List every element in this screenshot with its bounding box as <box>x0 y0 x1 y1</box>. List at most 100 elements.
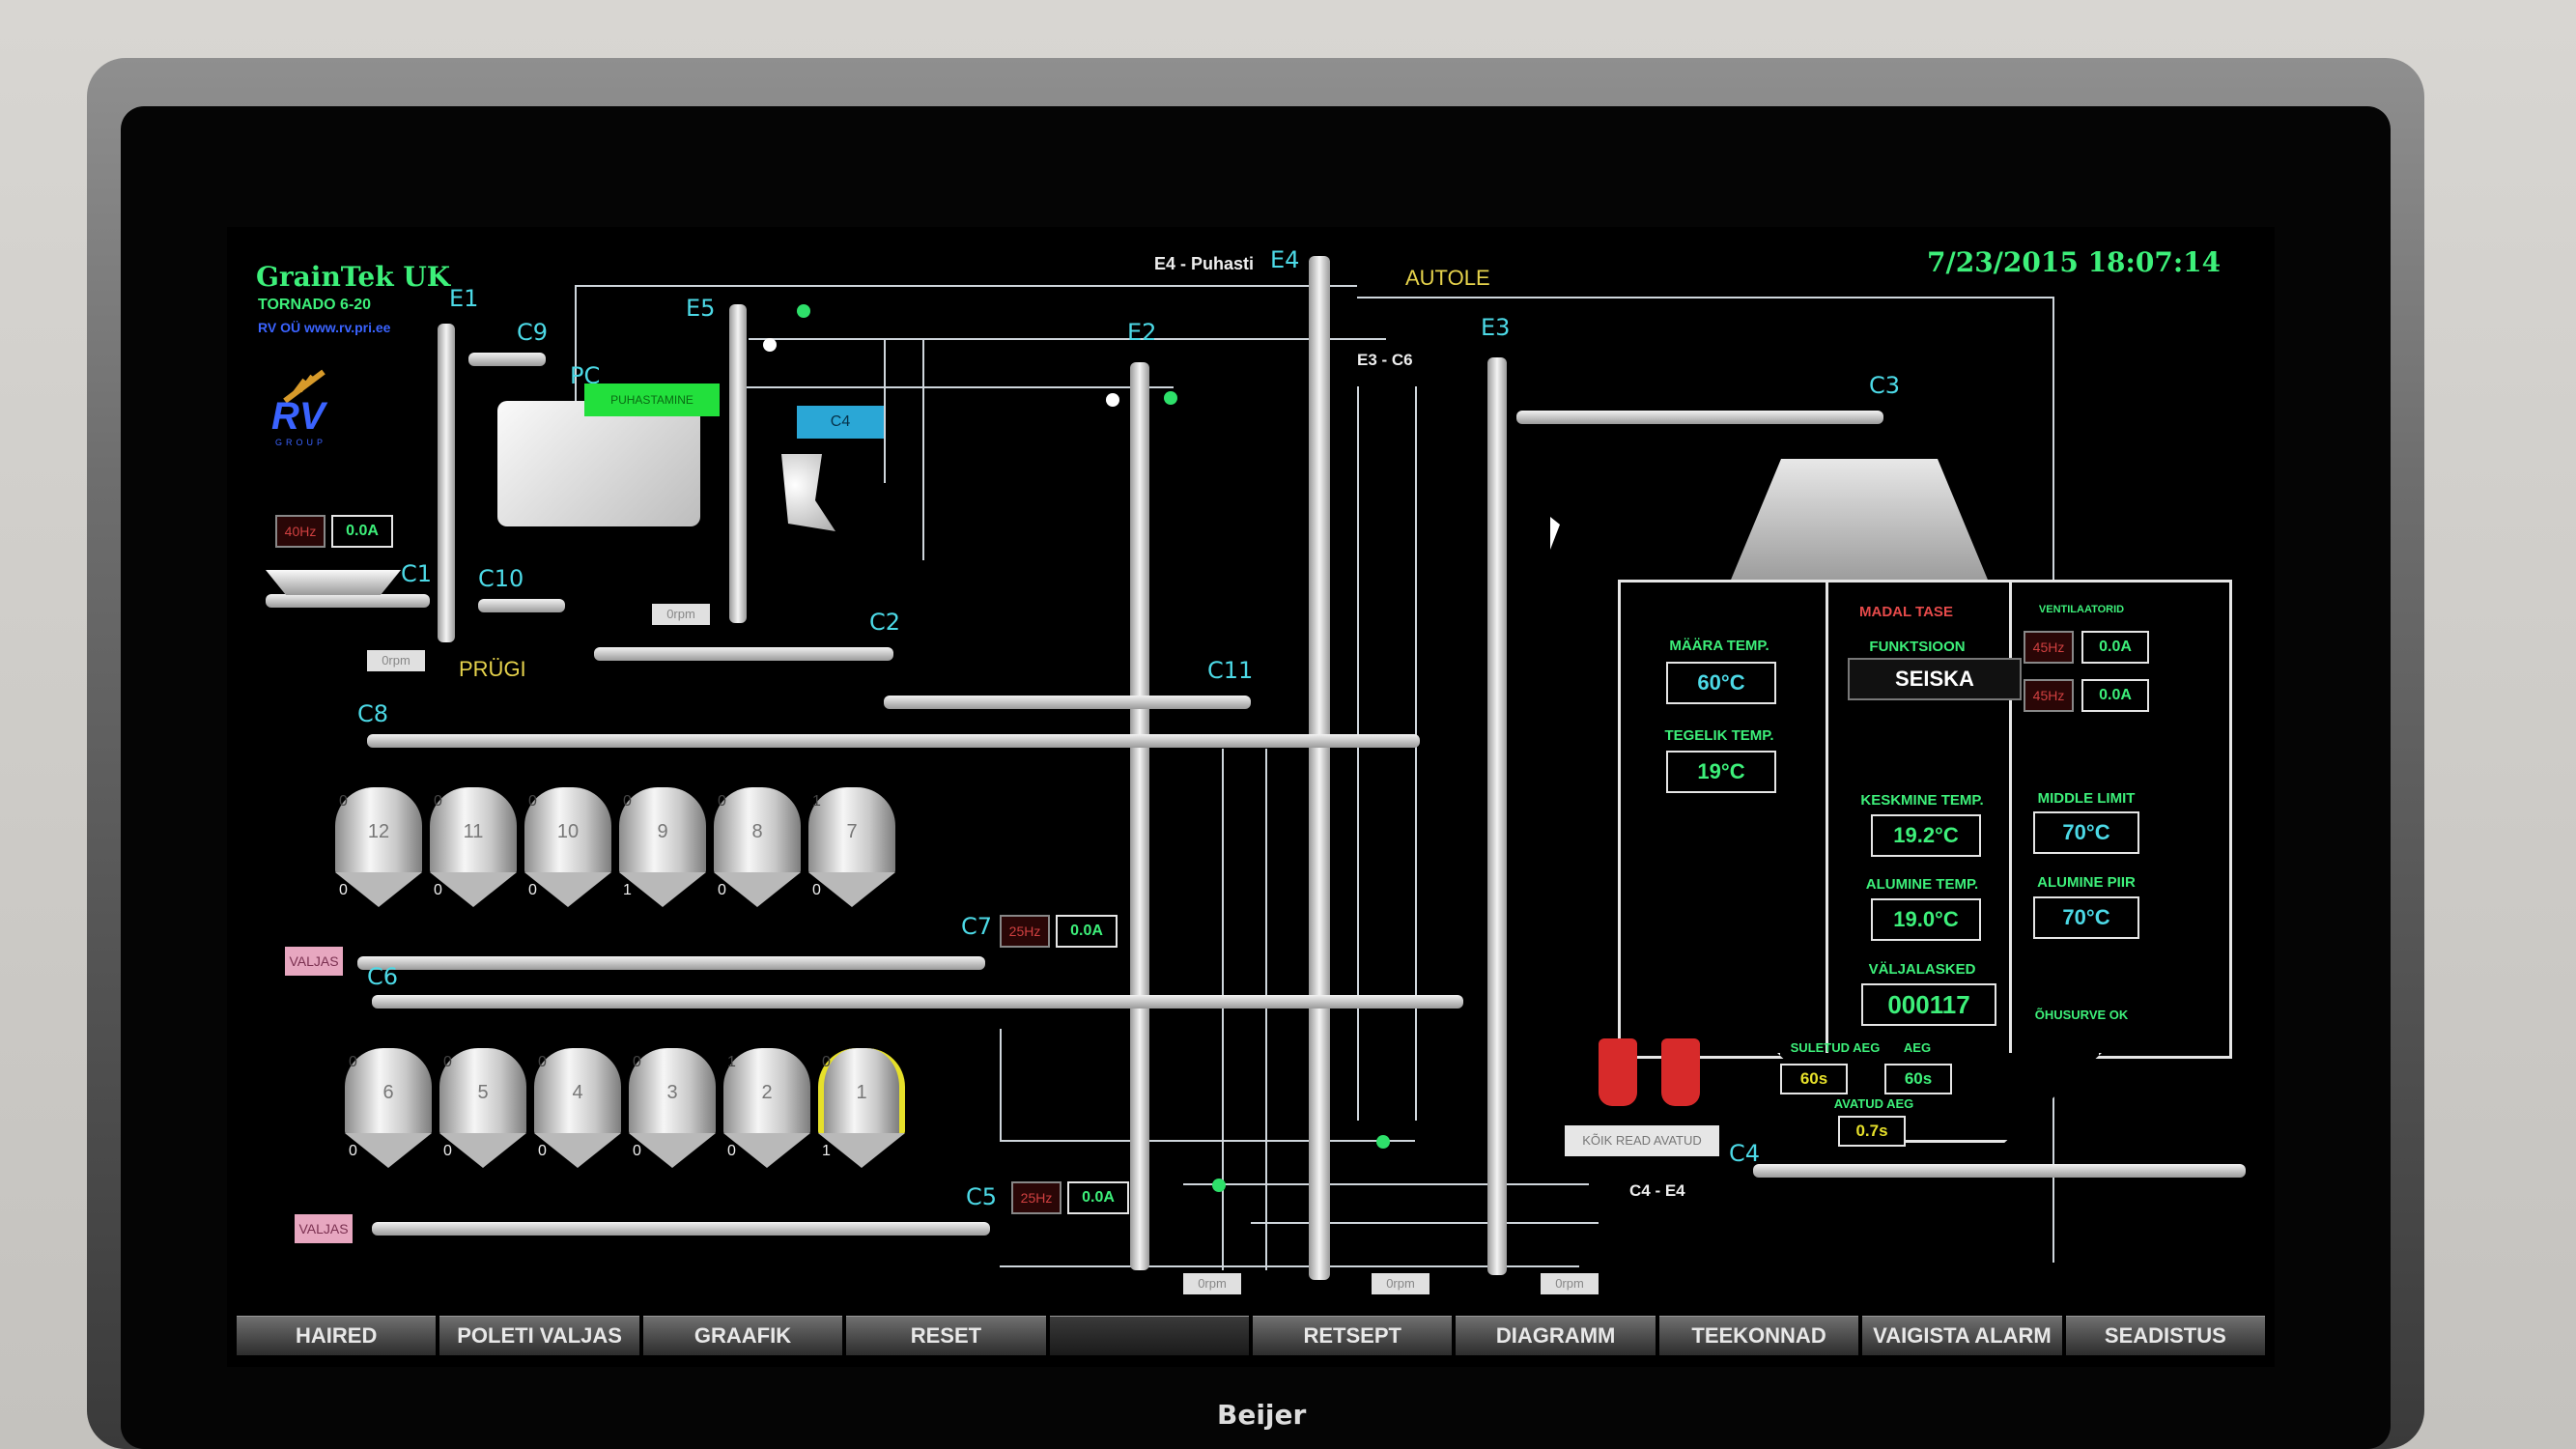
drive-top-hz: 40Hz <box>275 515 326 548</box>
line-c4-e4 <box>1000 1265 1579 1267</box>
center-label: E4 - Puhasti <box>1154 254 1255 273</box>
aeg-value[interactable]: 60s <box>1884 1064 1952 1094</box>
valjalasked-label: VÄLJALASKED <box>1868 961 1976 978</box>
drive-c7-hz: 25Hz <box>1000 915 1050 948</box>
rpm-e3: 0rpm <box>1541 1273 1599 1294</box>
discharge-valve-a[interactable] <box>1599 1038 1637 1106</box>
tab-teekonnad[interactable]: TEEKONNAD <box>1658 1316 1859 1355</box>
conveyor-c4[interactable] <box>1753 1164 2246 1178</box>
label-e3c6: E3 - C6 <box>1357 351 1413 369</box>
rpm-c1: 0rpm <box>367 650 425 671</box>
maara-temp-value[interactable]: 60°C <box>1666 662 1776 704</box>
funktsioon-value[interactable]: SEISKA <box>1848 658 2022 700</box>
tab-seadistus[interactable]: SEADISTUS <box>2065 1316 2266 1355</box>
conveyor-c3[interactable] <box>1516 411 1883 424</box>
tab-reset[interactable]: RESET <box>846 1316 1046 1355</box>
valjas-button-top[interactable]: VALJAS <box>285 947 343 976</box>
label-c6: C6 <box>367 963 399 990</box>
label-e1: E1 <box>449 285 479 312</box>
line-left-vertical <box>575 285 577 478</box>
line-e5-v <box>884 338 886 483</box>
vent1-amp: 0.0A <box>2081 631 2149 664</box>
tab-haired[interactable]: HAIRED <box>237 1316 437 1355</box>
conveyor-c1[interactable] <box>266 594 430 608</box>
vent1-hz: 45Hz <box>2024 631 2074 664</box>
rpm-e4: 0rpm <box>1372 1273 1430 1294</box>
rpm-c2: 0rpm <box>652 604 710 625</box>
tegelik-temp-label: TEGELIK TEMP. <box>1664 727 1774 744</box>
label-c10: C10 <box>478 565 524 592</box>
autole-label: AUTOLE <box>1405 266 1490 290</box>
line-e2-branch <box>729 386 1174 388</box>
tab-poleti-valjas[interactable]: POLETI VALJAS <box>439 1316 639 1355</box>
line-e5-branch <box>749 338 1386 340</box>
tab-retsept[interactable]: RETSEPT <box>1253 1316 1453 1355</box>
dryer-roof <box>1729 459 1990 584</box>
elevator-e4[interactable] <box>1309 256 1330 1280</box>
label-c3: C3 <box>1869 372 1901 399</box>
elevator-e5[interactable] <box>729 304 747 623</box>
line-mid-b <box>1183 1183 1589 1185</box>
conveyor-c9[interactable] <box>468 353 546 366</box>
status-dot-c <box>1212 1179 1226 1192</box>
elevator-e3[interactable] <box>1487 357 1507 1275</box>
drive-c5-amp: 0.0A <box>1067 1181 1129 1214</box>
elevator-e1[interactable] <box>438 324 455 642</box>
dryer-divider-a <box>1826 580 1828 1053</box>
c4-box[interactable]: C4 <box>797 406 884 439</box>
tab-vaigista-alarm[interactable]: VAIGISTA ALARM <box>1862 1316 2062 1355</box>
label-prugi: PRÜGI <box>459 657 526 681</box>
tab-active[interactable] <box>1049 1316 1250 1355</box>
conveyor-c7[interactable] <box>357 956 985 970</box>
koik-read-button[interactable]: KÕIK READ AVATUD <box>1565 1125 1719 1156</box>
tab-graafik[interactable]: GRAAFIK <box>642 1316 843 1355</box>
ohusurve-status: ÕHUSURVE OK <box>2034 1008 2129 1022</box>
elevator-e2[interactable] <box>1130 362 1149 1270</box>
tab-diagramm[interactable]: DIAGRAMM <box>1456 1316 1656 1355</box>
label-c9: C9 <box>517 319 549 346</box>
keskmine-value: 19.2°C <box>1871 814 1981 857</box>
wheat-icon <box>283 369 326 404</box>
alumine-label: ALUMINE TEMP. <box>1865 876 1979 893</box>
conveyor-c5[interactable] <box>372 1222 990 1236</box>
suletud-value[interactable]: 60s <box>1780 1064 1848 1094</box>
middle-limit-value[interactable]: 70°C <box>2033 811 2139 854</box>
valjas-button-bottom[interactable]: VALJAS <box>295 1214 353 1243</box>
logo-text: RV <box>271 395 326 438</box>
label-e2: E2 <box>1127 319 1157 346</box>
cleaner-status: PUHASTAMINE <box>584 384 720 416</box>
alumine-piir-value[interactable]: 70°C <box>2033 896 2139 939</box>
avatud-value[interactable]: 0.7s <box>1838 1116 1906 1147</box>
label-c4: C4 <box>1729 1140 1761 1167</box>
line-e3c6-b <box>1415 386 1417 1121</box>
conveyor-c6[interactable] <box>372 995 1463 1009</box>
alumine-piir-label: ALUMINE PIIR <box>2037 874 2136 891</box>
conveyor-c10[interactable] <box>478 599 565 612</box>
cleaner-machine[interactable] <box>497 401 700 526</box>
vent2-amp: 0.0A <box>2081 679 2149 712</box>
discharge-valve-b[interactable] <box>1661 1038 1700 1106</box>
status-dot-white-b <box>1106 393 1119 407</box>
label-c2: C2 <box>869 609 901 636</box>
conveyor-c2[interactable] <box>594 647 893 661</box>
suletud-label: SULETUD AEG <box>1790 1040 1881 1055</box>
conveyor-c8[interactable] <box>367 734 1420 748</box>
status-dot-d <box>1376 1135 1390 1149</box>
valjalasked-value: 000117 <box>1861 983 1996 1026</box>
funktsioon-label: FUNKTSIOON <box>1869 639 1966 655</box>
conveyor-c11[interactable] <box>884 696 1251 709</box>
label-c7: C7 <box>961 913 993 940</box>
line-v-a <box>1222 749 1224 1270</box>
